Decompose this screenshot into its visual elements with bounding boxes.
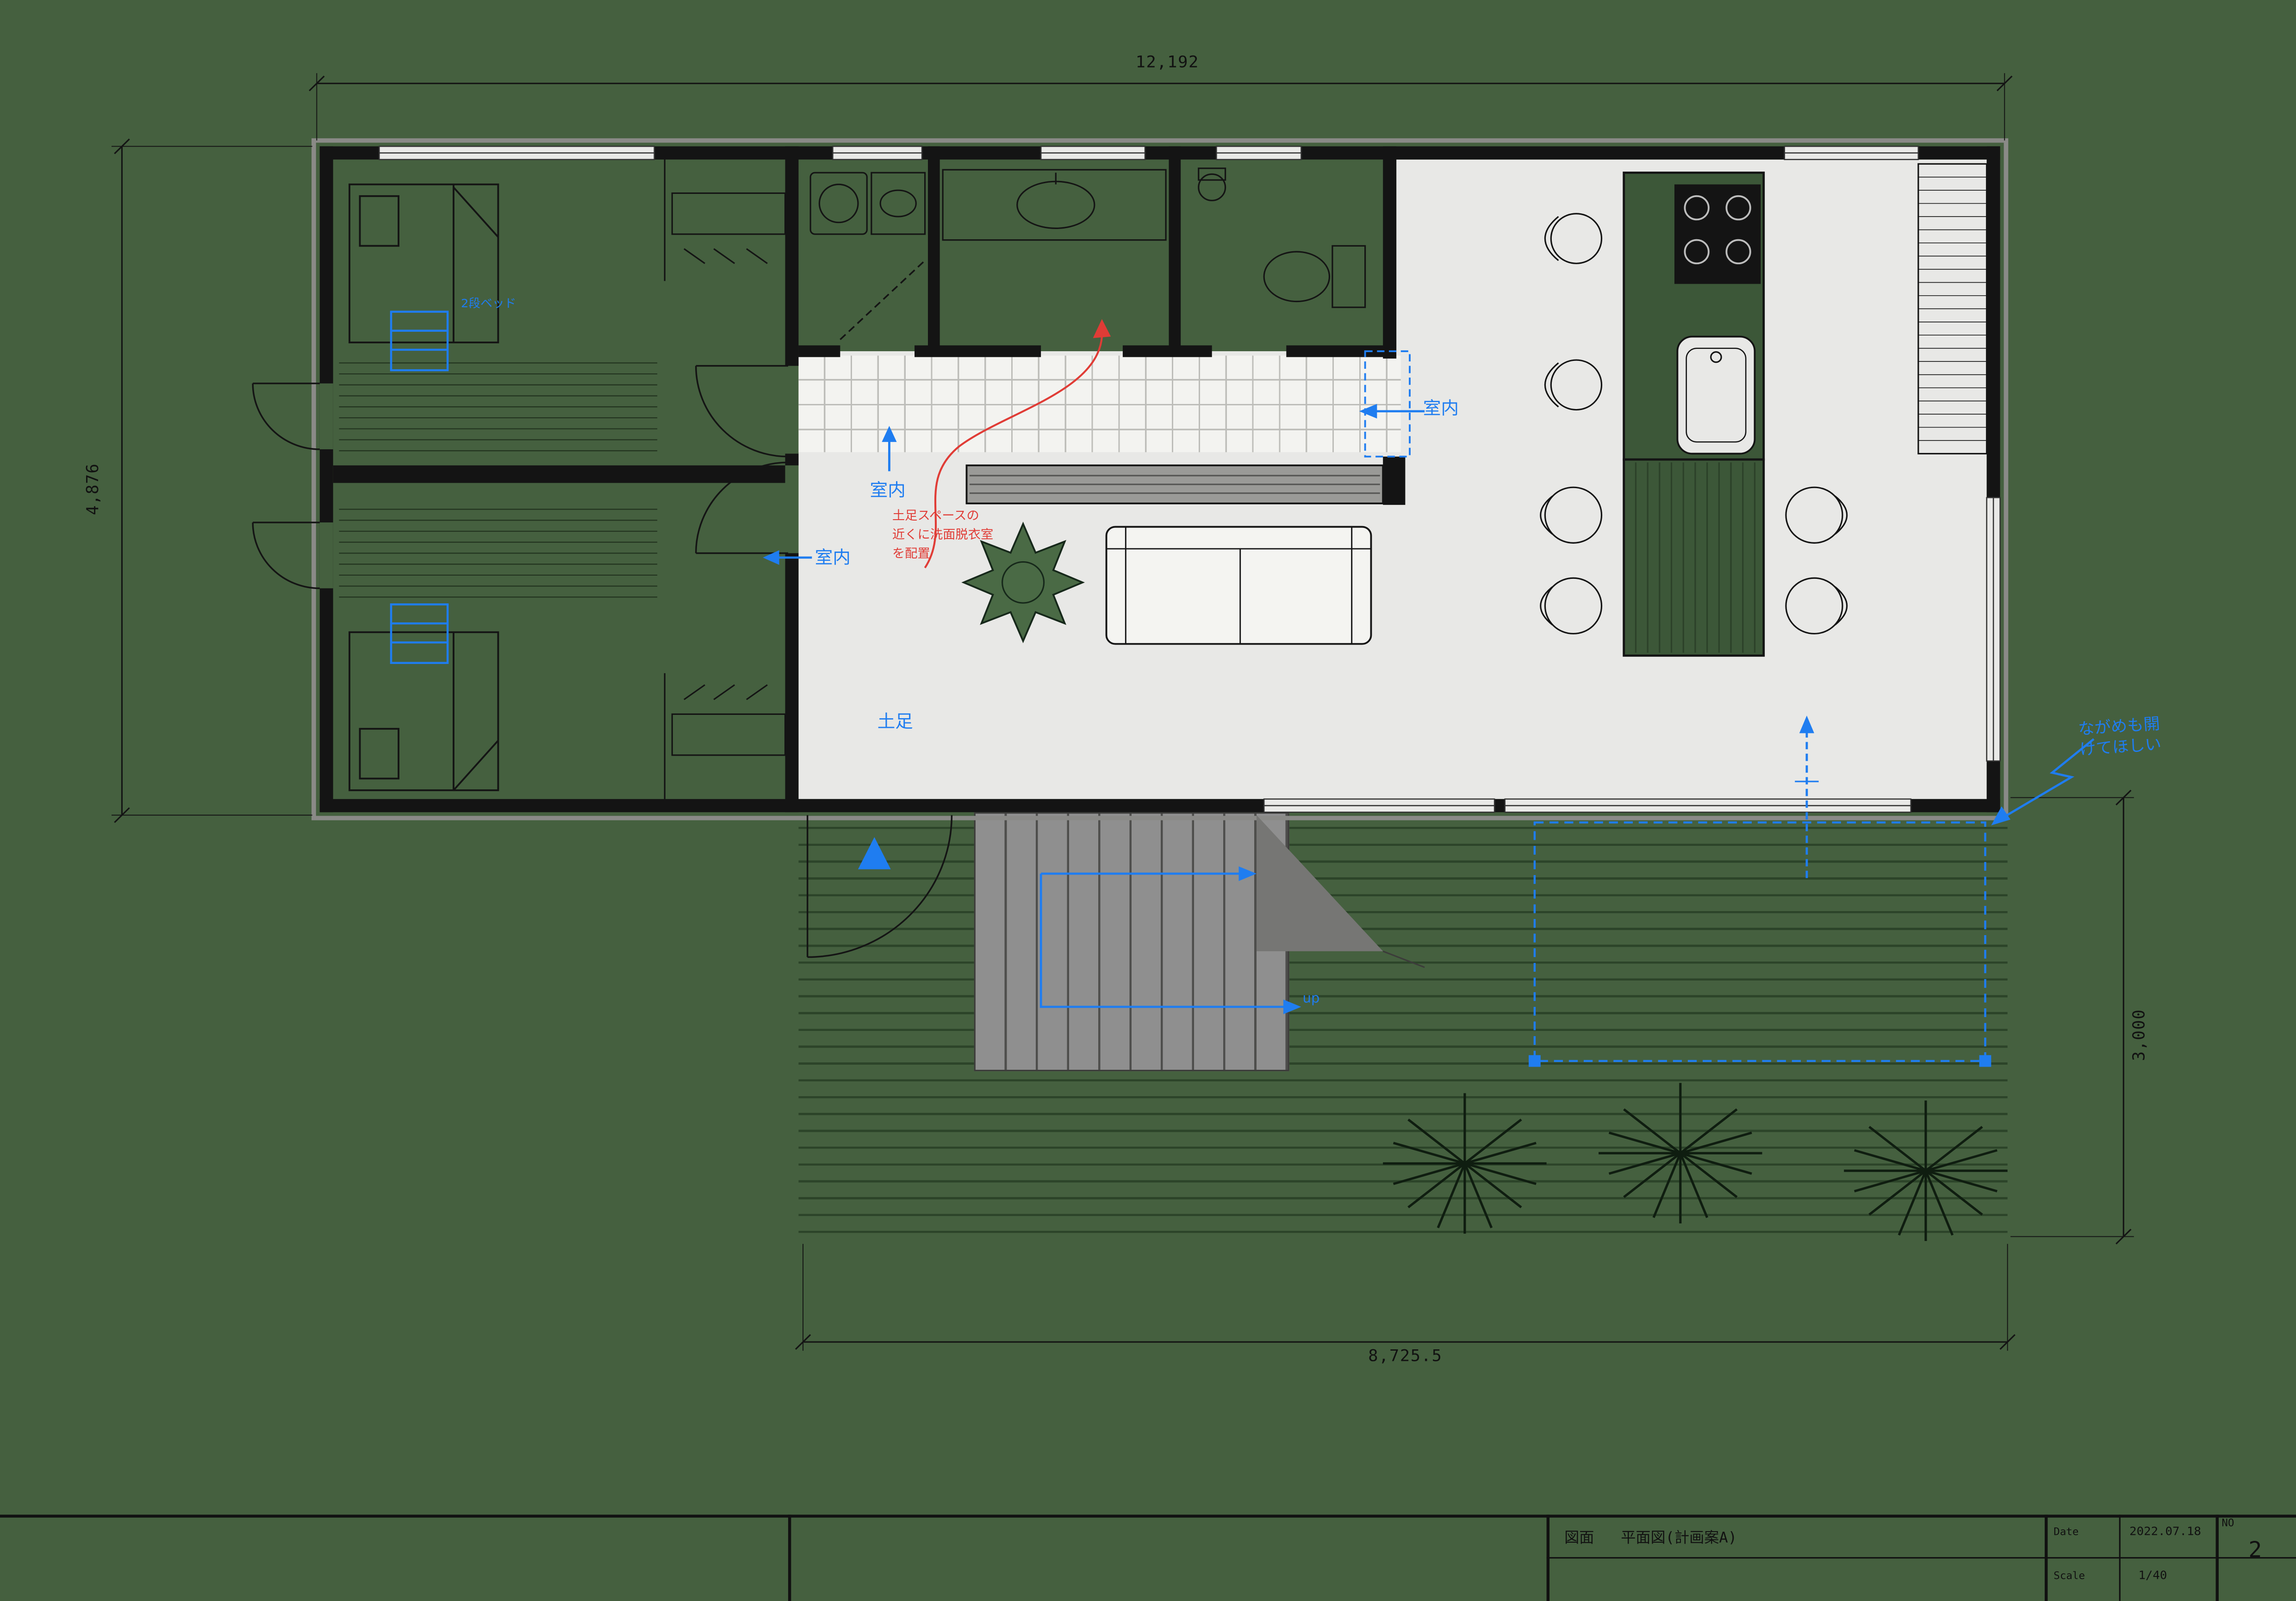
dimension-bottom: 8,725.5 (1368, 1346, 1443, 1365)
exterior-cladding-outline (311, 138, 2009, 820)
washroom-request-line1: 土足スペースの (892, 509, 979, 524)
date-label: Date (2053, 1526, 2079, 1538)
stove (1674, 184, 1761, 284)
bathroom-vanity (942, 169, 1167, 241)
toilet (1198, 168, 1366, 308)
outdoor-plant-1 (1383, 1093, 1546, 1234)
washroom-request-line2: 近くに洗面脱衣室 (892, 528, 994, 543)
drawing-type-label: 図面 (1564, 1531, 1594, 1547)
annotation-interior-mid: 室内 (870, 480, 906, 501)
kitchen-sink (1676, 335, 1756, 455)
annotation-washroom-request: 土足スペースの 近くに洗面脱衣室 を配置 (892, 508, 994, 565)
annotation-bunk-bed: 2段ベッド (461, 297, 516, 310)
dimension-lines (111, 73, 2134, 1351)
annotation-interior-left: 室内 (815, 547, 851, 568)
stair-landing-triangle (1257, 815, 1425, 968)
washroom-request-line3: を配置 (892, 547, 930, 563)
annotation-doma: 土足 (877, 711, 913, 732)
desk-bedroom-1 (664, 152, 786, 281)
kitchen-island (1623, 171, 1765, 461)
tv-board (965, 464, 1384, 504)
scale-value: 1/40 (2138, 1569, 2167, 1582)
bed-bedroom-2 (348, 631, 499, 791)
title-block-row-divider (1546, 1557, 2296, 1559)
date-value: 2022.07.18 (2129, 1525, 2201, 1538)
sheet-no-label: NO (2221, 1517, 2234, 1530)
dimension-top: 12,192 (1135, 52, 1199, 72)
desk-bedroom-2 (664, 673, 786, 799)
dining-table (1623, 458, 1765, 657)
left-wall-door-openings (319, 383, 333, 589)
annotation-interior-right: 室内 (1423, 398, 1459, 419)
outdoor-plant-2 (1599, 1083, 1762, 1223)
exterior-stairs (974, 812, 1289, 1072)
doma-tile-strip (798, 355, 1401, 453)
counter-stools (1544, 213, 1603, 411)
sofa (1105, 526, 1372, 645)
title-block-divider (788, 1514, 790, 1601)
storage-shelving (1917, 163, 1988, 455)
scale-label: Scale (2053, 1570, 2085, 1582)
dining-chairs (1540, 486, 1848, 635)
laundry-washbasin (809, 172, 926, 235)
bed-bedroom-1 (348, 183, 499, 343)
blue-annotation-graphics (390, 310, 2095, 1067)
red-annotation-arrow (924, 319, 1111, 569)
annotation-stairs-up: up (1302, 992, 1320, 1007)
indoor-plant (961, 521, 1085, 644)
drawing-title: 平面図(計画案A) (1621, 1531, 1737, 1547)
dimension-right: 3,000 (2129, 1009, 2149, 1061)
outdoor-plant-3 (1844, 1100, 2007, 1241)
door-swings (252, 260, 953, 958)
dimension-left: 4,876 (83, 463, 103, 515)
sheet-no-value: 2 (2248, 1536, 2262, 1563)
windows (379, 146, 2001, 813)
title-block-border (0, 1514, 2296, 1517)
bedroom-floor-hatch (339, 362, 658, 598)
annotation-deck-request: ながめも開 けてほしい (2078, 714, 2162, 760)
